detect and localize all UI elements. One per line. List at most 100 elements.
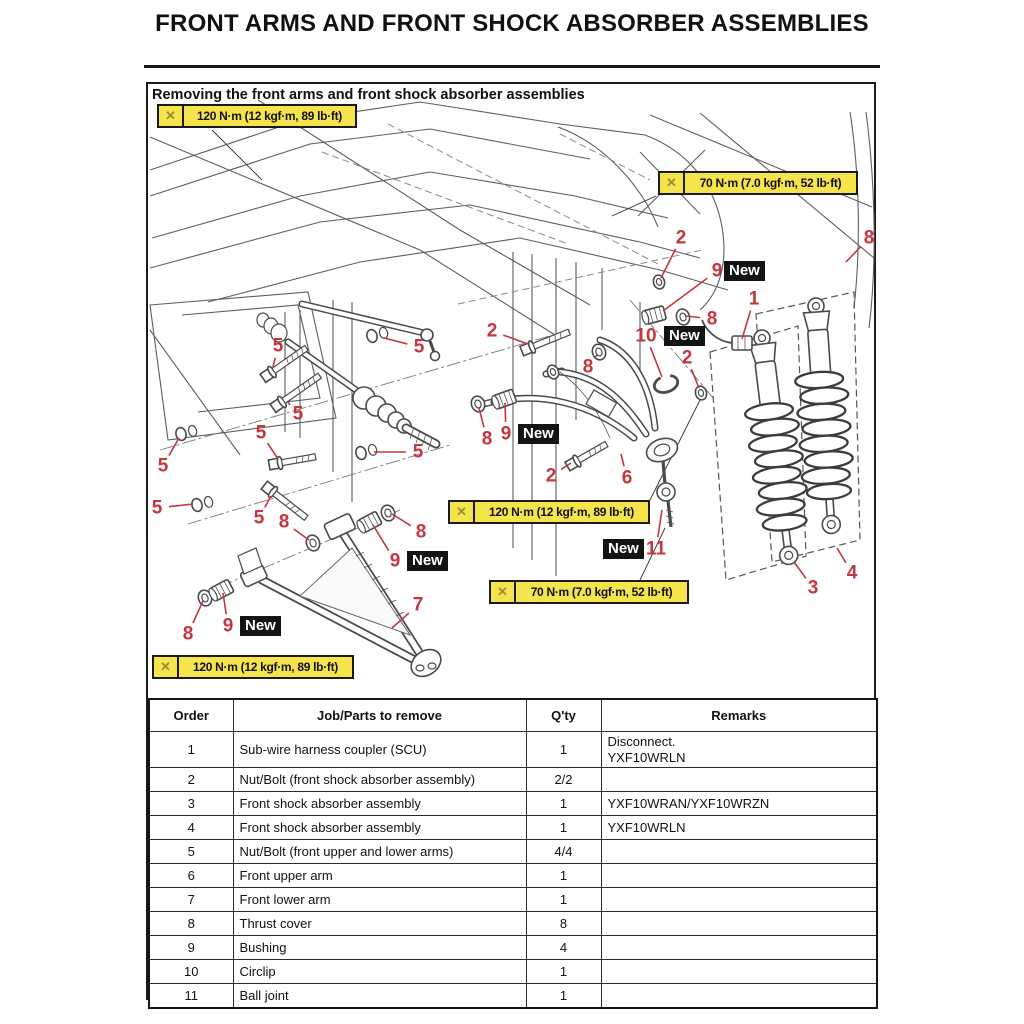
cell-order: 3	[148, 791, 234, 817]
callout-number-8: 8	[182, 623, 194, 645]
new-part-tag: New	[724, 261, 765, 281]
cell-order: 4	[148, 815, 234, 841]
callout-number-9: 9	[222, 615, 234, 637]
torque-spec-text: 70 N·m (7.0 kgf·m, 52 lb·ft)	[699, 176, 842, 190]
torque-spec-label: ✕ 120 N·m (12 kgf·m, 89 lb·ft)	[448, 500, 650, 524]
cell-order: 5	[148, 839, 234, 865]
col-header-order: Order	[148, 698, 234, 732]
callout-number-11: 11	[645, 538, 667, 560]
cell-job: Bushing	[232, 935, 527, 961]
callout-number-9: 9	[389, 550, 401, 572]
cell-qty: 1	[525, 887, 602, 913]
cell-remarks	[600, 935, 878, 961]
new-part-tag: New	[664, 326, 705, 346]
cell-job: Thrust cover	[232, 911, 527, 937]
cell-job: Ball joint	[232, 983, 527, 1009]
wrench-icon: ✕	[154, 657, 179, 677]
callout-number-8: 8	[863, 227, 875, 249]
parts-table: Order Job/Parts to remove Q'ty Remarks 1…	[148, 698, 878, 1010]
callout-number-8: 8	[415, 521, 427, 543]
cell-remarks	[600, 983, 878, 1009]
callout-number-4: 4	[846, 562, 858, 584]
cell-job: Front shock absorber assembly	[232, 791, 527, 817]
wrench-icon: ✕	[159, 106, 184, 126]
cell-remarks	[600, 839, 878, 865]
wrench-icon: ✕	[450, 502, 475, 522]
cell-job: Circlip	[232, 959, 527, 985]
cell-qty: 8	[525, 911, 602, 937]
new-part-tag: New	[518, 424, 559, 444]
cell-job: Front lower arm	[232, 887, 527, 913]
torque-spec-label: ✕70 N·m (7.0 kgf·m, 52 lb·ft)	[489, 580, 689, 604]
cell-remarks	[600, 911, 878, 937]
col-header-remarks: Remarks	[600, 698, 878, 732]
title-rule	[144, 65, 880, 68]
callout-number-7: 7	[412, 594, 424, 616]
new-part-tag: New	[407, 551, 448, 571]
callout-number-5: 5	[255, 422, 267, 444]
callout-number-5: 5	[151, 497, 163, 519]
torque-spec-label: ✕ 120 N·m (12 kgf·m, 89 lb·ft)	[152, 655, 354, 679]
callout-number-2: 2	[675, 227, 687, 249]
cell-order: 7	[148, 887, 234, 913]
cell-order: 6	[148, 863, 234, 889]
cell-qty: 1	[525, 815, 602, 841]
cell-remarks	[600, 767, 878, 793]
cell-job: Front upper arm	[232, 863, 527, 889]
cell-order: 1	[148, 730, 234, 769]
cell-job: Nut/Bolt (front upper and lower arms)	[232, 839, 527, 865]
torque-spec-text: 120 N·m (12 kgf·m, 89 lb·ft)	[197, 109, 342, 123]
cell-remarks	[600, 959, 878, 985]
callout-number-5: 5	[292, 403, 304, 425]
torque-spec-label: ✕70 N·m (7.0 kgf·m, 52 lb·ft)	[658, 171, 858, 195]
col-header-qty: Q'ty	[525, 698, 602, 732]
cell-qty: 2/2	[525, 767, 602, 793]
callout-number-5: 5	[253, 507, 265, 529]
callout-number-5: 5	[157, 455, 169, 477]
callout-number-10: 10	[635, 325, 657, 347]
callout-number-2: 2	[486, 320, 498, 342]
callout-number-8: 8	[582, 356, 594, 378]
torque-spec-text: 120 N·m (12 kgf·m, 89 lb·ft)	[489, 505, 634, 519]
cell-qty: 4/4	[525, 839, 602, 865]
callout-number-8: 8	[481, 428, 493, 450]
cell-job: Nut/Bolt (front shock absorber assembly)	[232, 767, 527, 793]
cell-order: 9	[148, 935, 234, 961]
cell-order: 11	[148, 983, 234, 1009]
cell-remarks: Disconnect. YXF10WRLN	[600, 730, 878, 769]
callout-number-2: 2	[681, 347, 693, 369]
torque-spec-label: ✕ 120 N·m (12 kgf·m, 89 lb·ft)	[157, 104, 357, 128]
torque-spec-text: 120 N·m (12 kgf·m, 89 lb·ft)	[193, 660, 338, 674]
figure-heading: Removing the front arms and front shock …	[152, 87, 585, 103]
callout-number-1: 1	[748, 288, 760, 310]
callout-number-9: 9	[500, 423, 512, 445]
cell-qty: 1	[525, 959, 602, 985]
callout-number-5: 5	[413, 336, 425, 358]
col-header-job: Job/Parts to remove	[232, 698, 527, 732]
cell-remarks: YXF10WRLN	[600, 815, 878, 841]
table-header-row: Order Job/Parts to remove Q'ty Remarks	[148, 698, 878, 732]
cell-job: Sub-wire harness coupler (SCU)	[232, 730, 527, 769]
cell-qty: 1	[525, 863, 602, 889]
cell-qty: 4	[525, 935, 602, 961]
callout-number-8: 8	[706, 308, 718, 330]
callout-number-6: 6	[621, 467, 633, 489]
cell-remarks	[600, 863, 878, 889]
cell-remarks: YXF10WRAN/YXF10WRZN	[600, 791, 878, 817]
cell-qty: 1	[525, 791, 602, 817]
callout-number-3: 3	[807, 577, 819, 599]
callout-number-5: 5	[412, 441, 424, 463]
cell-job: Front shock absorber assembly	[232, 815, 527, 841]
callout-number-8: 8	[278, 511, 290, 533]
torque-spec-text: 70 N·m (7.0 kgf·m, 52 lb·ft)	[530, 585, 673, 599]
